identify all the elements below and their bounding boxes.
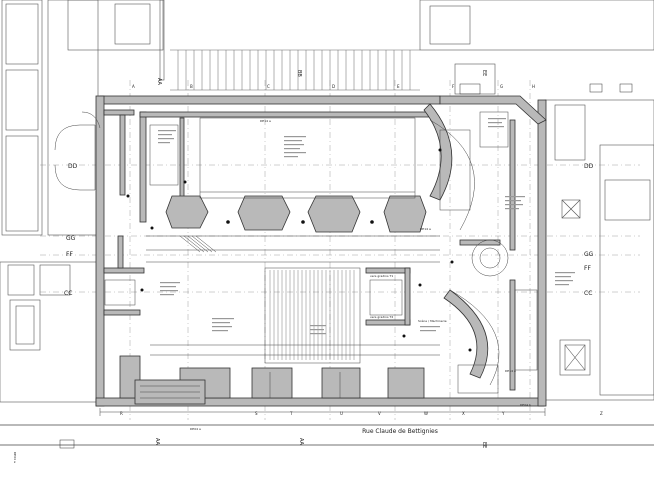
grid-label: Y [501,411,505,416]
grid-label: W [424,411,428,416]
section-marks-top: AA BB EE [156,70,487,86]
grid-label: U [340,411,343,416]
grid-label: R [120,411,123,416]
grid-label: C [267,84,270,89]
row-label: GG [584,251,594,258]
elevation-mark: DE14 a [505,369,516,373]
grid-label: E [397,84,400,89]
section-mark: AA [156,78,162,86]
roof-hatch [170,49,420,91]
elevation-mark: DE04 a [190,427,201,431]
grid-label: X [462,411,465,416]
street-name: Rue Claude de Bettignies [362,428,438,435]
equipment-callouts [158,118,575,335]
grid-label: F [452,84,455,89]
equipment-markers [126,148,472,352]
room-label: Scène / Machinerie [418,319,447,323]
row-label: CC [64,290,72,297]
interior-lines [0,111,654,446]
elevation-mark: DE14 a [260,119,271,123]
elevation-mark: DE04 b [520,403,531,407]
grid-labels-bottom: R S T U V W X Y Z [120,411,603,416]
section-mark: AA [298,438,304,446]
row-labels-right: DD GG FF CC [584,163,594,297]
detail-markers [59,83,633,449]
grid-label: T [289,411,293,416]
grid-label: A [132,84,135,89]
row-label: FF [584,265,591,272]
room-labels: vers gradins T1 vers gradins T2 Scène / … [370,274,447,323]
seating-rows [269,270,355,360]
section-mark: BB [296,70,302,77]
grid-label: H [532,84,535,89]
grid-labels-top: A B C D E F G H [132,84,535,89]
row-labels-left: DD GG FF CC [64,163,78,297]
elevation-mark: DE04 a [13,452,17,463]
row-label: GG [66,235,76,242]
grid-label: D [332,84,335,89]
grid-label: Z [600,411,603,416]
room-label: vers gradins T1 [370,274,393,278]
row-label: DD [68,163,78,170]
grid-label: V [378,411,381,416]
elevation-mark: DE14 a [420,227,431,231]
grid-label: B [190,84,193,89]
row-label: DD [584,163,594,170]
room-label: vers gradins T2 [370,315,393,319]
row-label: CC [584,290,592,297]
section-mark: EE [481,70,487,76]
grid-label: G [500,84,503,89]
section-marks-bottom: AA AA EE [154,438,487,448]
elevation-marks: DE14 a DE14 a DE14 a DE04 a DE04 b DE04 … [13,119,531,463]
section-mark: EE [481,442,487,448]
section-mark: AA [154,438,160,446]
grid-label: S [255,411,258,416]
row-label: FF [66,251,73,258]
